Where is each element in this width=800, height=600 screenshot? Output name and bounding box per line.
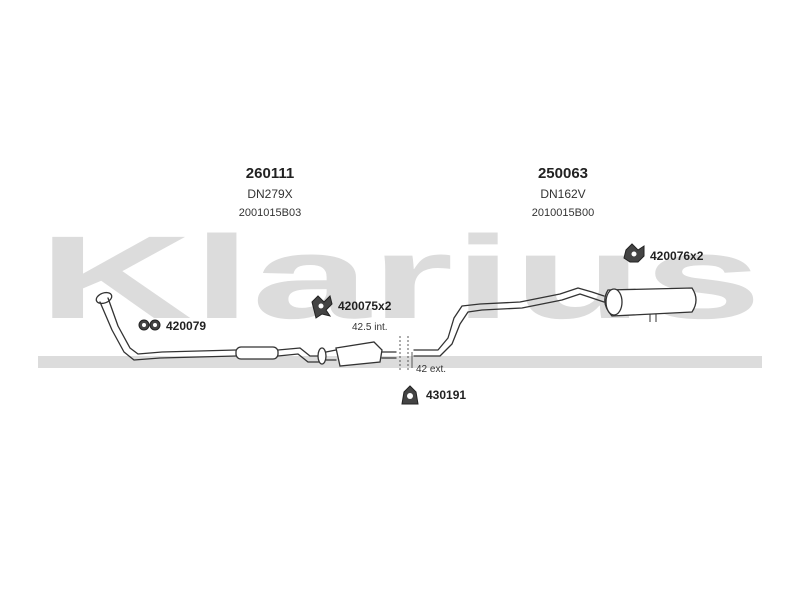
accessory-label-420075x2: 420075x2	[338, 299, 392, 313]
rubber-mount-icon	[623, 243, 645, 263]
part-number-250063: 250063	[538, 165, 588, 182]
part-260111-label: 260111 DN279X 2001015B03	[239, 165, 301, 219]
rear-silencer	[604, 287, 697, 317]
center-silencer	[335, 341, 383, 367]
accessory-label-420076x2: 420076x2	[650, 249, 704, 263]
mid-flange	[317, 347, 327, 365]
front-resonator	[235, 346, 279, 360]
front-pipe	[95, 291, 397, 367]
rear-section	[413, 287, 697, 357]
joint-markers	[399, 336, 413, 372]
part-250063-label: 250063 DN162V 2010015B00	[532, 165, 594, 219]
accessory-label-420079: 420079	[166, 319, 206, 333]
part-ref-2001015b03: 2001015B03	[239, 207, 301, 219]
part-number-260111: 260111	[246, 165, 294, 182]
dimension-label-internal: 42.5 int.	[352, 322, 388, 333]
gasket-icon	[401, 385, 419, 405]
accessory-420079: 420079	[138, 319, 206, 333]
part-code-dn162v: DN162V	[540, 187, 585, 201]
accessory-420075x2: 420075x2	[311, 295, 392, 319]
clamp-icon	[138, 319, 161, 331]
front-flange	[95, 291, 113, 305]
accessory-430191: 430191	[401, 385, 466, 405]
accessory-label-430191: 430191	[426, 388, 466, 402]
dimension-label-external: 42 ext.	[416, 364, 446, 375]
part-ref-2010015b00: 2010015B00	[532, 207, 594, 219]
rubber-mount-icon	[311, 295, 333, 319]
part-code-dn279x: DN279X	[247, 187, 292, 201]
accessory-420076x2: 420076x2	[623, 243, 704, 263]
